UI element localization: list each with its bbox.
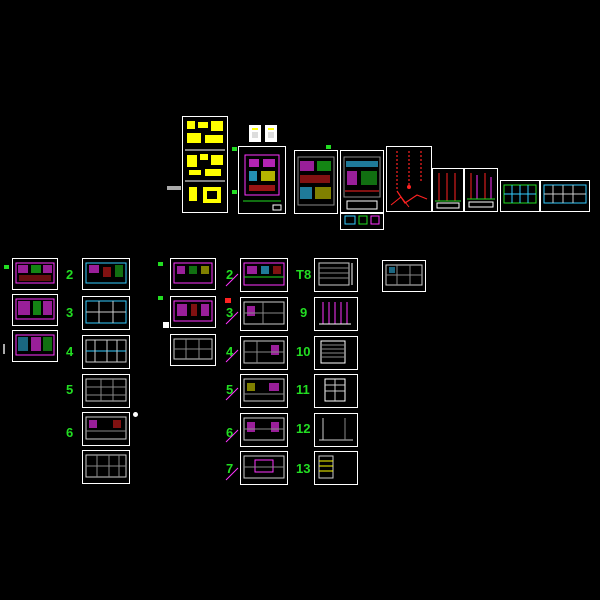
legend-sheet [182,116,228,213]
system-diagram-sheet-3 [500,180,540,212]
plan-sheet-b1 [82,258,130,290]
plan-sheet-b5 [82,412,130,446]
plan-sheet-c1 [170,258,216,290]
marker-dot [133,412,138,417]
plan-sheet-d3 [240,336,288,370]
leader-lines [225,273,239,481]
legend-sheet-content [185,121,225,203]
sheet-number: 5 [226,382,234,397]
legend-note [167,186,181,190]
plan-sheet-d6 [240,451,288,485]
sheet-number: T8 [296,267,312,282]
sheet-number: 7 [226,461,234,476]
sheet-number: 2 [226,267,234,282]
note-block [3,344,13,354]
green-tag [4,265,9,269]
section-sheet-4 [314,374,358,408]
floor-plan-a2 [12,294,58,326]
plan-sheet-d4 [240,374,288,408]
small-page-left [249,125,261,142]
sheet-number: 11 [296,382,310,397]
plan-sheet-b6 [82,450,130,484]
floor-plan-sheet-1-content [297,156,335,206]
sheet-number: 6 [226,425,234,440]
sheet-number: 2 [66,267,74,282]
riser-diagram-content [390,151,428,208]
green-tag [232,147,237,151]
sheet-number: 4 [66,344,74,359]
sheet-number: 3 [226,305,234,320]
plan-sheet-d1 [240,258,288,292]
sheet-number: 6 [66,425,74,440]
sheet-number: 4 [226,344,234,359]
riser-diagram-sheet [386,146,432,212]
green-tag [158,262,163,266]
plan-sheet-b2 [82,296,130,330]
system-diagram-1-content [435,173,461,209]
green-tag [232,190,237,194]
system-diagram-sheet-4 [540,180,590,212]
floor-plan-sheet-1 [294,150,338,214]
sheet-number: 13 [296,461,311,476]
sheet-number: 3 [66,305,74,320]
sheet-number: 5 [66,382,74,397]
floor-plan-sheet-2 [340,150,384,214]
section-sheet-2 [314,297,358,331]
section-sheet-6 [314,451,358,485]
plan-sheet-b3 [82,335,130,369]
site-plan-sheet [238,146,286,214]
sheet-number: 10 [296,344,311,359]
detail-sheet-small [340,212,384,230]
sheet-number: 9 [300,305,308,320]
red-marker [225,298,231,303]
system-diagram-sheet-1 [432,168,464,212]
plan-sheet-d2 [240,297,288,331]
small-page-right [265,125,277,142]
detail-sheet-small-content [344,215,380,225]
floor-plan-a1 [12,258,58,290]
section-sheet-1 [314,258,358,292]
system-diagram-sheet-2 [464,168,498,212]
section-sheet-5 [314,413,358,447]
plan-sheet-c3 [170,334,216,366]
floor-plan-a3 [12,330,58,362]
plan-sheet-c2 [170,296,216,328]
floor-plan-sheet-2-content [343,156,381,210]
green-tag [158,296,163,300]
system-diagram-2-content [467,173,495,208]
marker-arrow [163,322,169,328]
plan-sheet-d5 [240,413,288,447]
plan-sheet-isolated [382,260,426,292]
site-plan-content [243,154,282,211]
sheet-number: 12 [296,421,311,436]
green-tag [326,145,331,149]
system-diagram-4-content [543,184,587,204]
section-sheet-3 [314,336,358,370]
system-diagram-3-content [503,184,537,204]
plan-sheet-b4 [82,374,130,408]
